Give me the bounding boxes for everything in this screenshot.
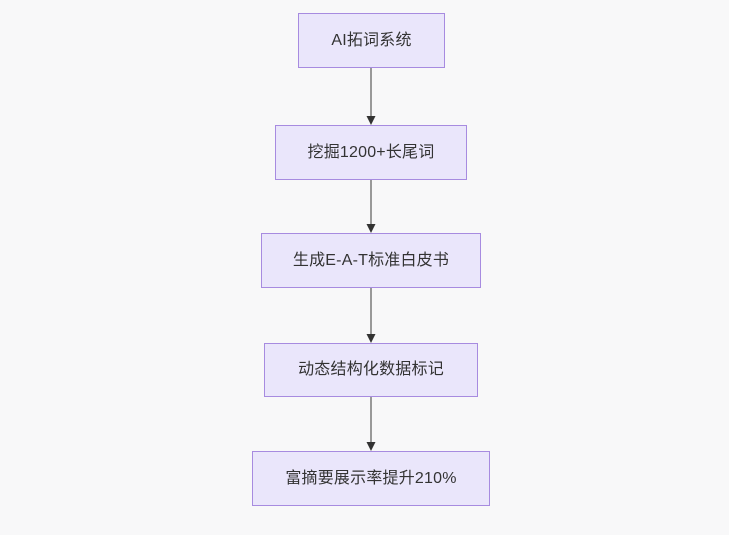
flow-node-5-label: 富摘要展示率提升210% [285,469,457,487]
flow-node-2[interactable]: 挖掘1200+长尾词 [275,125,467,180]
flow-node-3-label: 生成E-A-T标准白皮书 [292,251,450,269]
flow-node-1[interactable]: AI拓词系统 [298,13,445,68]
arrow-head-icon [366,334,376,343]
arrow-head-icon [366,116,376,125]
flow-node-4-label: 动态结构化数据标记 [298,361,444,379]
flow-arrow-4 [366,397,376,451]
flow-node-2-label: 挖掘1200+长尾词 [307,143,435,161]
arrow-head-icon [366,224,376,233]
flow-node-1-label: AI拓词系统 [331,31,412,49]
flow-arrow-1 [366,68,376,125]
flow-node-3[interactable]: 生成E-A-T标准白皮书 [261,233,481,288]
flow-arrow-2 [366,180,376,233]
arrow-head-icon [366,442,376,451]
flow-arrow-3 [366,288,376,343]
flow-node-4[interactable]: 动态结构化数据标记 [264,343,478,397]
flow-node-5[interactable]: 富摘要展示率提升210% [252,451,490,506]
